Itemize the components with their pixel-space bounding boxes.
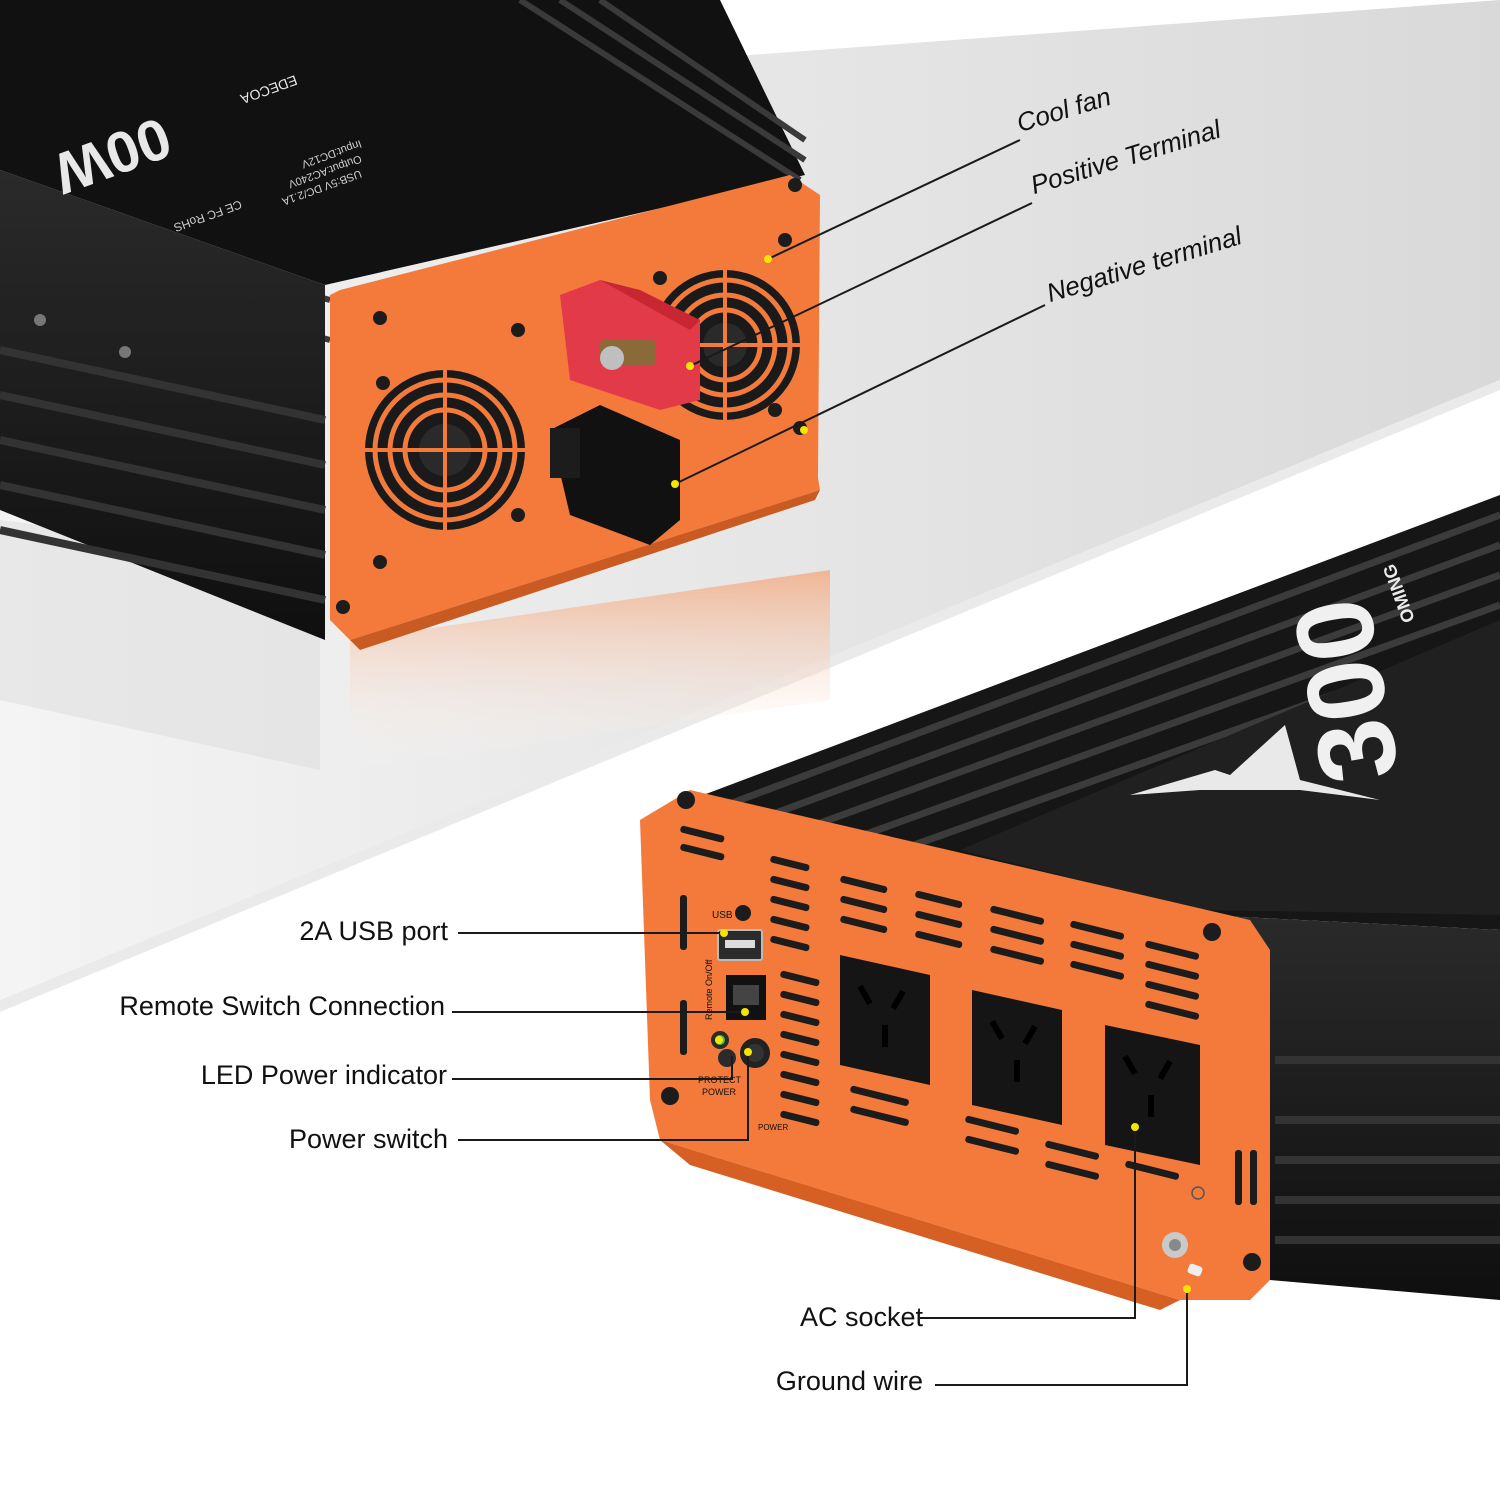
inverter-bottom: 300 OMING [640,495,1500,1310]
line-negative-terminal [674,304,1046,485]
label-remote-switch: Remote Switch Connection [119,991,445,1021]
bottom-front-panel [640,790,1270,1300]
top-left-fan [365,370,525,530]
negative-terminal [550,405,680,545]
label-led-indicator: LED Power indicator [200,1060,447,1090]
switch-label: POWER [758,1123,788,1132]
ac-socket-2 [972,990,1062,1125]
line-power-switch [458,1052,749,1141]
line-positive-terminal [689,202,1033,367]
power-label: POWER [702,1087,737,1097]
callout-lines [452,139,1188,1386]
label-ac-socket: AC socket [799,1302,923,1332]
ground-bolt [1162,1186,1205,1277]
ac-socket-3 [1105,1025,1200,1165]
callout-dots [671,255,1191,1293]
line-led [452,1056,733,1080]
brand-logo-icon [1130,725,1380,800]
label-ground-wire: Ground wire [775,1366,923,1396]
usb-label: USB [712,910,733,921]
remote-label: Remote On/Off [704,959,714,1020]
line-ground-wire [935,1289,1188,1386]
led-power [718,1049,736,1067]
positive-terminal [560,280,700,410]
label-usb-port: 2A USB port [299,916,448,946]
inverter-top: 00W EDECOA Input:DC12V Output:AC240V USB… [0,0,830,770]
line-cool-fan [767,139,1021,260]
line-ac-socket [920,1127,1136,1319]
ac-socket-1 [840,955,930,1085]
label-power-switch: Power switch [288,1124,448,1154]
